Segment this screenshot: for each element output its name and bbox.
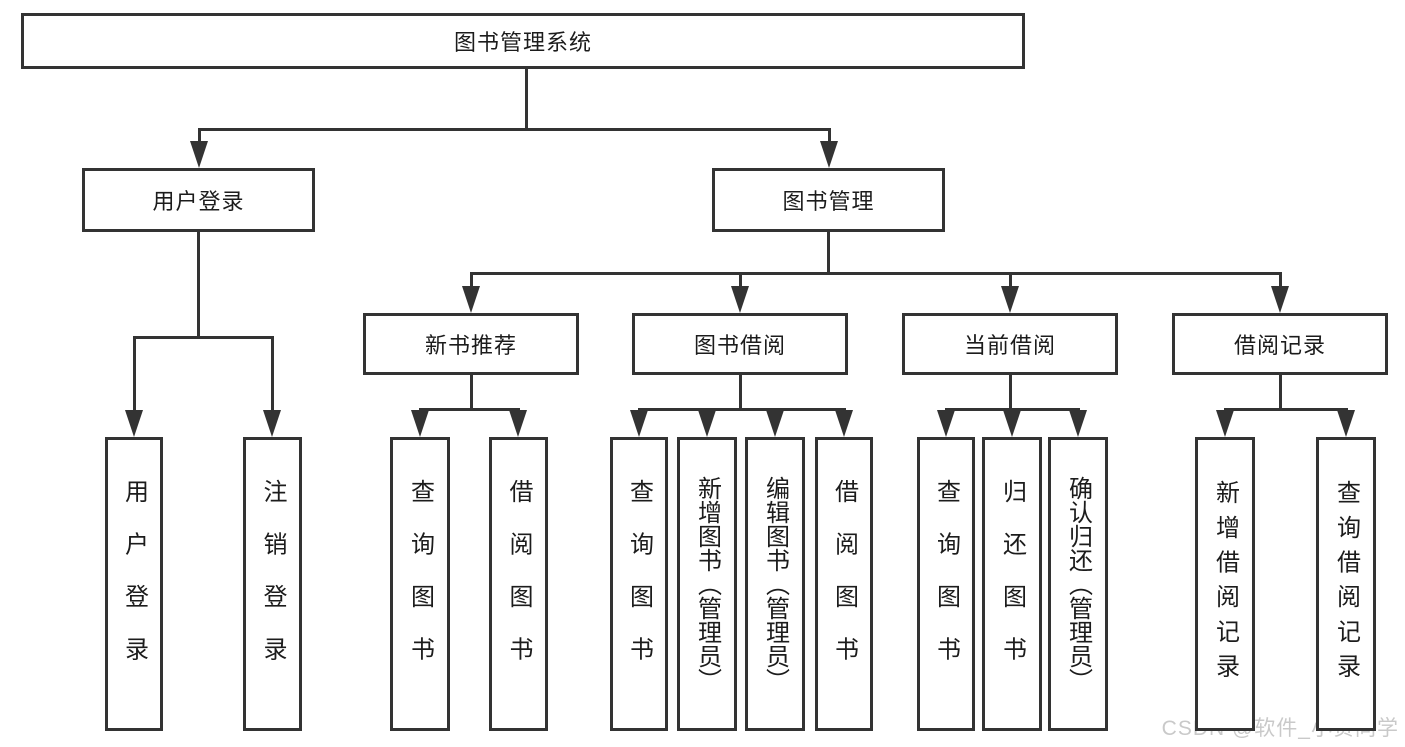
arrowhead-icon	[766, 410, 784, 437]
edge-stem-book-management	[826, 232, 830, 275]
edge-stem-root	[524, 69, 528, 131]
node-query-books-borrowing: 查询图书	[610, 437, 668, 731]
node-label-user-login-branch: 用户登录	[152, 189, 245, 214]
node-label-book-borrowing: 图书借阅	[693, 333, 786, 358]
node-label-query-books-current: 查询图书	[932, 479, 960, 689]
node-label-root: 图书管理系统	[453, 30, 592, 55]
node-add-books-admin: 新增图书（管理员）	[677, 437, 737, 731]
node-user-login: 用户登录	[105, 437, 163, 731]
arrowhead-icon	[1216, 410, 1234, 437]
node-label-borrow-books-recommend: 借阅图书	[505, 479, 532, 689]
arrowhead-icon	[190, 141, 208, 168]
arrowhead-icon	[698, 410, 716, 437]
arrowhead-icon	[731, 286, 749, 313]
node-label-current-borrowing: 当前借阅	[963, 333, 1056, 358]
node-label-query-books-borrowing: 查询图书	[625, 479, 653, 689]
edge-stem-book-borrowing	[738, 375, 742, 411]
node-label-user-login: 用户登录	[120, 479, 148, 689]
arrowhead-icon	[1069, 410, 1087, 437]
node-new-book-recommend: 新书推荐	[363, 313, 579, 375]
node-borrow-books-borrowing: 借阅图书	[815, 437, 873, 731]
arrowhead-icon	[835, 410, 853, 437]
node-label-add-borrowing-record: 新增借阅记录	[1211, 480, 1239, 688]
node-label-borrowing-records: 借阅记录	[1233, 333, 1326, 358]
node-label-query-borrowing-record: 查询借阅记录	[1332, 480, 1360, 688]
node-borrow-books-recommend: 借阅图书	[489, 437, 548, 731]
edge-drop-user-login-branch-1	[270, 336, 274, 417]
node-label-borrow-books-borrowing: 借阅图书	[830, 479, 858, 689]
arrowhead-icon	[509, 410, 527, 437]
node-user-login-branch: 用户登录	[82, 168, 315, 232]
node-borrowing-records: 借阅记录	[1172, 313, 1388, 375]
edge-drop-book-management-3	[1278, 272, 1282, 293]
node-root: 图书管理系统	[21, 13, 1025, 69]
arrowhead-icon	[937, 410, 955, 437]
edge-rail-user-login-branch	[132, 336, 274, 339]
node-label-edit-books-admin: 编辑图书（管理员）	[761, 476, 789, 692]
node-query-borrowing-record: 查询借阅记录	[1316, 437, 1376, 731]
node-add-borrowing-record: 新增借阅记录	[1195, 437, 1255, 731]
edge-drop-book-management-2	[1008, 272, 1012, 293]
arrowhead-icon	[411, 410, 429, 437]
edge-drop-root-1	[827, 128, 831, 148]
arrowhead-icon	[820, 141, 838, 168]
edge-stem-user-login-branch	[196, 232, 200, 339]
edge-rail-new-book-recommend	[418, 408, 520, 411]
node-current-borrowing: 当前借阅	[902, 313, 1118, 375]
arrowhead-icon	[1271, 286, 1289, 313]
edge-rail-root	[197, 128, 831, 131]
arrowhead-icon	[1001, 286, 1019, 313]
node-book-management: 图书管理	[712, 168, 945, 232]
arrowhead-icon	[263, 410, 281, 437]
node-label-query-books-recommend: 查询图书	[406, 479, 434, 689]
edge-drop-root-0	[197, 128, 201, 148]
arrowhead-icon	[125, 410, 143, 437]
node-query-books-recommend: 查询图书	[390, 437, 450, 731]
node-return-books: 归还图书	[982, 437, 1042, 731]
edge-rail-book-borrowing	[637, 408, 846, 411]
node-edit-books-admin: 编辑图书（管理员）	[745, 437, 805, 731]
edge-stem-new-book-recommend	[469, 375, 473, 411]
edge-stem-borrowing-records	[1278, 375, 1282, 411]
node-label-book-management: 图书管理	[782, 189, 875, 214]
node-label-logout: 注销登录	[259, 479, 286, 689]
arrowhead-icon	[1337, 410, 1355, 437]
node-query-books-current: 查询图书	[917, 437, 975, 731]
node-label-add-books-admin: 新增图书（管理员）	[693, 476, 721, 692]
edge-rail-borrowing-records	[1223, 408, 1348, 411]
edge-drop-book-management-0	[469, 272, 473, 293]
node-book-borrowing: 图书借阅	[632, 313, 848, 375]
arrowhead-icon	[462, 286, 480, 313]
arrowhead-icon	[1003, 410, 1021, 437]
node-confirm-return-admin: 确认归还（管理员）	[1048, 437, 1108, 731]
edge-drop-user-login-branch-0	[132, 336, 136, 417]
node-label-return-books: 归还图书	[998, 479, 1026, 689]
edge-rail-book-management	[469, 272, 1282, 275]
arrowhead-icon	[630, 410, 648, 437]
node-label-confirm-return-admin: 确认归还（管理员）	[1064, 476, 1092, 692]
node-logout: 注销登录	[243, 437, 302, 731]
edge-stem-current-borrowing	[1008, 375, 1012, 411]
node-label-new-book-recommend: 新书推荐	[424, 333, 517, 358]
edge-drop-book-management-1	[738, 272, 742, 293]
